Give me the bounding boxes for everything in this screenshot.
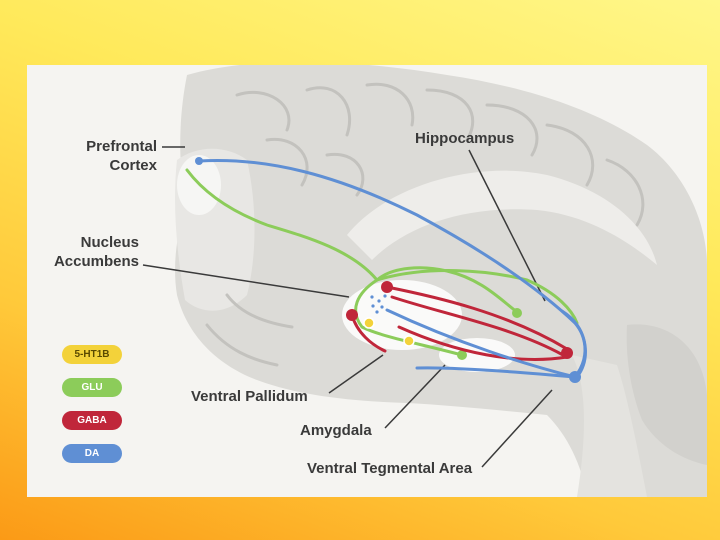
corpus-callosum <box>347 170 657 265</box>
label-ventral-pallidum: Ventral Pallidum <box>191 388 308 405</box>
amygdala-region <box>439 338 515 372</box>
label-nucleus-accumbens-line2: Accumbens <box>53 253 139 270</box>
label-amygdala: Amygdala <box>300 422 372 439</box>
label-nucleus-accumbens-line1: Nucleus <box>80 234 139 251</box>
brain-diagram-panel: Prefrontal Cortex Hippocampus Nucleus Ac… <box>27 65 707 497</box>
da-pathways <box>197 159 587 379</box>
label-prefrontal-cortex-line1: Prefrontal <box>86 138 157 155</box>
label-hippocampus: Hippocampus <box>415 130 515 147</box>
brain-illustration <box>142 65 707 497</box>
label-ventral-tegmental-area: Ventral Tegmental Area <box>307 460 473 477</box>
legend-item-da: DA <box>62 444 122 463</box>
leader-lines <box>142 146 553 468</box>
brain-gyri <box>205 82 645 367</box>
da-terminals <box>195 157 581 383</box>
label-nucleus-accumbens: Nucleus Accumbens <box>27 233 139 271</box>
label-prefrontal-cortex: Prefrontal Cortex <box>27 137 157 175</box>
legend-item-5ht1b: 5-HT1B <box>62 345 122 364</box>
glu-terminals <box>457 308 522 360</box>
serotonin-sites <box>363 317 415 347</box>
cerebellum <box>626 324 707 465</box>
legend-item-gaba: GABA <box>62 411 122 430</box>
gaba-terminals <box>346 281 573 359</box>
label-prefrontal-cortex-line2: Cortex <box>109 157 157 174</box>
legend-item-glu: GLU <box>62 378 122 397</box>
brainstem <box>572 355 647 497</box>
